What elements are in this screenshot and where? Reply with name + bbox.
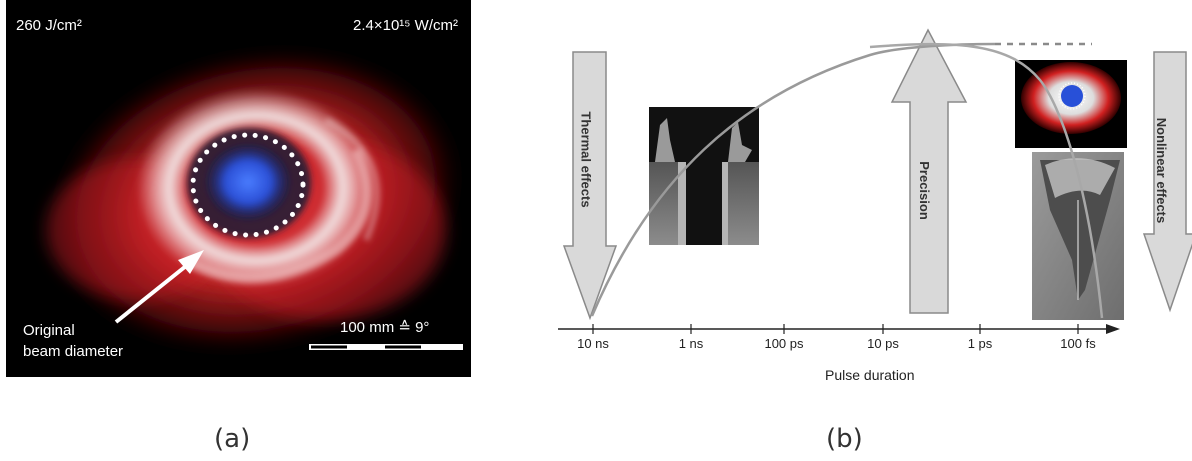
pulse-duration-diagram	[558, 28, 1192, 334]
precision-arrow	[890, 28, 968, 314]
nonlinear-effects-label: Nonlinear effects	[1154, 117, 1170, 224]
tick-label: 100 ps	[764, 336, 804, 351]
nonlinear-effects-arrow	[1142, 51, 1192, 313]
sem-image-thermal	[649, 107, 759, 245]
precision-label: Precision	[916, 161, 932, 220]
panel-b-pulse-duration-diagram: Thermal effects Precision Nonlinear effe…	[540, 0, 1192, 400]
beam-diameter-circle	[190, 132, 306, 238]
x-axis-arrowhead	[1106, 324, 1120, 334]
tick-label: 10 ns	[577, 336, 609, 351]
annotation-line-2: beam diameter	[23, 343, 124, 360]
beam-profile-image	[46, 46, 464, 354]
scale-label: 100 mm ≙ 9°	[340, 319, 430, 336]
tick-label: 100 fs	[1060, 336, 1096, 351]
panel-a-beam-image: 260 J/cm² 2.4×10¹⁵ W/cm² Original beam d…	[6, 0, 471, 377]
x-axis-title: Pulse duration	[825, 367, 915, 383]
tick-label: 1 ps	[967, 336, 993, 351]
annotation-line-1: Original	[23, 322, 75, 339]
fluence-label: 260 J/cm²	[16, 17, 82, 34]
caption-b: (b)	[826, 424, 863, 454]
nonlinear-curve	[869, 42, 1104, 319]
original-beam-diameter-label: Original beam diameter	[23, 320, 123, 362]
beam-thumbnail	[1015, 60, 1127, 148]
tick-label: 1 ns	[678, 336, 704, 351]
thermal-effects-label: Thermal effects	[578, 111, 594, 208]
tick-label: 10 ps	[867, 336, 899, 351]
intensity-label: 2.4×10¹⁵ W/cm²	[353, 17, 458, 34]
thermal-effects-arrow	[562, 51, 618, 321]
caption-a: (a)	[214, 424, 251, 454]
